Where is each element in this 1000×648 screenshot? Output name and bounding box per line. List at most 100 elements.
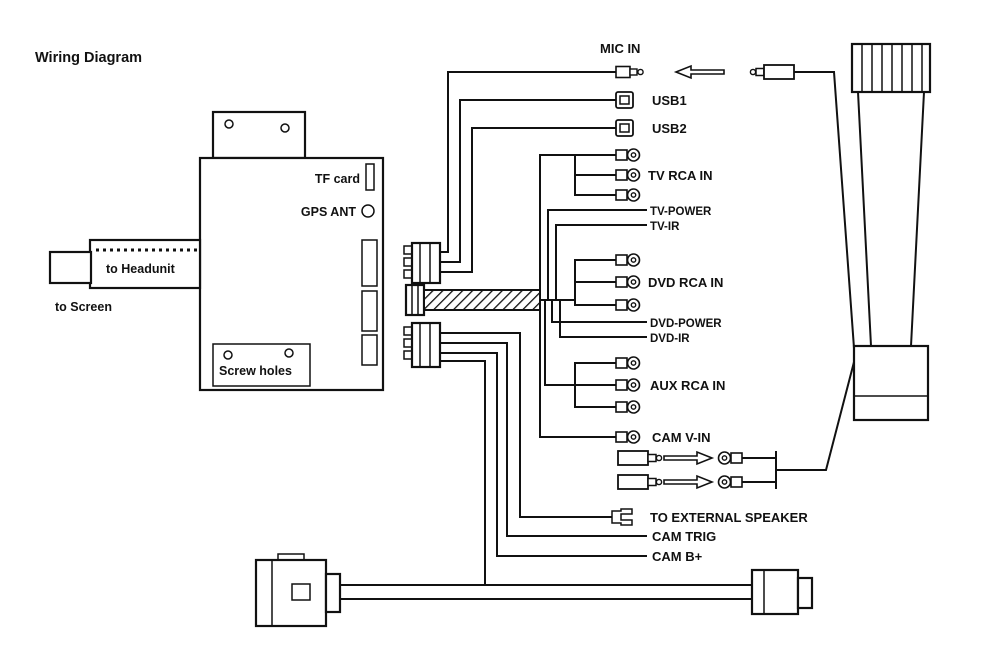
cable-end-plug xyxy=(48,250,93,285)
aux-group: AUX RCA IN xyxy=(615,356,725,414)
minijack-socket-icon xyxy=(749,64,795,80)
minijack-plug-icon xyxy=(617,474,663,490)
connector-tooth xyxy=(403,245,413,255)
to-screen-label: to Screen xyxy=(55,300,112,314)
to-headunit-label: to Headunit xyxy=(106,262,176,276)
wire-harness xyxy=(439,71,856,586)
connector-tooth xyxy=(403,257,413,267)
connector-body xyxy=(410,321,442,369)
mounting-hole-icon xyxy=(224,119,234,129)
connector-tooth xyxy=(403,350,413,360)
minijack-plug-icon xyxy=(615,65,644,79)
dvd-power-label: DVD-POWER xyxy=(650,318,722,330)
shielded-cable-plug xyxy=(404,283,426,317)
dvd-power-wire xyxy=(551,299,647,323)
cam-antenna-wire xyxy=(775,360,856,471)
usb-connectors: USB1 USB2 xyxy=(615,91,687,137)
mic-wire xyxy=(439,71,617,253)
rca-plug-icon xyxy=(615,188,641,202)
screw-hole-icon xyxy=(284,348,294,358)
cable-outline xyxy=(88,238,202,290)
connector-pins xyxy=(419,243,431,283)
usb1-label: USB1 xyxy=(652,93,687,108)
usb1-wire xyxy=(439,99,617,263)
side-connector-3 xyxy=(361,334,378,366)
cam-join-bar xyxy=(741,451,777,489)
mic-antenna-wire xyxy=(793,71,856,350)
bottom-labels-group: TO EXTERNAL SPEAKER CAM TRIG CAM B+ xyxy=(611,508,808,564)
cam-trig-label: CAM TRIG xyxy=(652,529,716,544)
headunit-cable: to Headunit to Screen xyxy=(48,238,202,314)
arrow-connector-icon xyxy=(663,451,713,465)
gps-ant-port-icon xyxy=(361,204,375,218)
tf-card-label: TF card xyxy=(315,172,360,186)
antenna-base xyxy=(852,344,930,422)
dvd-rca-in-label: DVD RCA IN xyxy=(648,275,723,290)
screw-hole-icon xyxy=(223,350,233,360)
mic-chain: MIC IN xyxy=(600,41,795,80)
cam-video-group: CAM V-IN xyxy=(615,430,743,490)
cam-b-plus-label: CAM B+ xyxy=(652,549,703,564)
cam-v-in-label: CAM V-IN xyxy=(652,430,711,445)
bottom-cable-feed-wire xyxy=(439,360,486,586)
usb2-wire xyxy=(439,127,617,273)
mic-in-label: MIC IN xyxy=(600,41,640,56)
minijack-plug-icon xyxy=(617,450,663,466)
rca-plug-icon xyxy=(615,253,641,267)
mounting-hole-icon xyxy=(280,123,290,133)
rca-plug-icon xyxy=(615,378,641,392)
shielded-cable-icon xyxy=(423,289,541,311)
tv-ir-wire xyxy=(555,224,647,301)
tf-card-slot-icon xyxy=(365,163,375,191)
speaker-wire xyxy=(439,332,613,518)
arrow-connector-icon xyxy=(675,65,725,79)
rca-plug-icon xyxy=(615,168,641,182)
harness-connector-upper xyxy=(403,241,442,285)
rca-plug-icon xyxy=(615,275,641,289)
arrow-connector-icon xyxy=(663,475,713,489)
screw-holes-label: Screw holes xyxy=(219,364,292,378)
antenna-cap xyxy=(850,42,932,94)
tv-group: TV RCA IN TV-POWER TV-IR xyxy=(615,148,713,233)
mounting-tab xyxy=(211,110,307,160)
spade-terminal-icon xyxy=(611,508,633,526)
tv-rca-wires xyxy=(539,154,617,196)
cam-bplus-wire xyxy=(439,352,647,557)
aux-rca-wires xyxy=(544,299,617,408)
right-connector-neck xyxy=(796,576,814,610)
usb-connector-icon xyxy=(615,119,634,137)
tv-power-wire xyxy=(547,209,647,301)
bottom-cable-assembly xyxy=(254,553,814,628)
connector-tooth xyxy=(403,326,413,336)
left-connector-neck xyxy=(324,572,342,614)
dvd-rca-wires xyxy=(574,259,617,306)
connector-tooth xyxy=(403,269,413,279)
bottom-cable xyxy=(339,584,753,600)
cam-trig-wire xyxy=(439,342,647,537)
connector-body xyxy=(410,241,442,285)
connector-pins xyxy=(419,323,431,367)
control-box-unit: TF card GPS ANT Screw holes xyxy=(198,110,385,392)
side-connector-1 xyxy=(361,239,378,287)
rca-plug-icon xyxy=(717,475,743,489)
left-connector-body xyxy=(254,558,328,628)
diagram-title: Wiring Diagram xyxy=(35,50,142,66)
antenna-unit xyxy=(850,42,932,422)
shielded-cable-plug-ribs xyxy=(411,285,419,315)
right-connector-body xyxy=(750,568,800,616)
harness-connector-lower xyxy=(403,321,442,369)
to-external-speaker-label: TO EXTERNAL SPEAKER xyxy=(650,510,808,525)
rca-plug-icon xyxy=(615,430,641,444)
gps-ant-label: GPS ANT xyxy=(301,205,356,219)
shielded-cable xyxy=(404,283,541,317)
connector-tooth xyxy=(403,338,413,348)
dvd-ir-label: DVD-IR xyxy=(650,333,690,345)
left-connector-keyway xyxy=(291,583,311,601)
antenna-mast xyxy=(856,90,926,348)
dvd-ir-wire xyxy=(559,299,647,338)
rca-plug-icon xyxy=(615,148,641,162)
dvd-group: DVD RCA IN DVD-POWER DVD-IR xyxy=(615,253,723,345)
aux-rca-in-label: AUX RCA IN xyxy=(650,378,725,393)
